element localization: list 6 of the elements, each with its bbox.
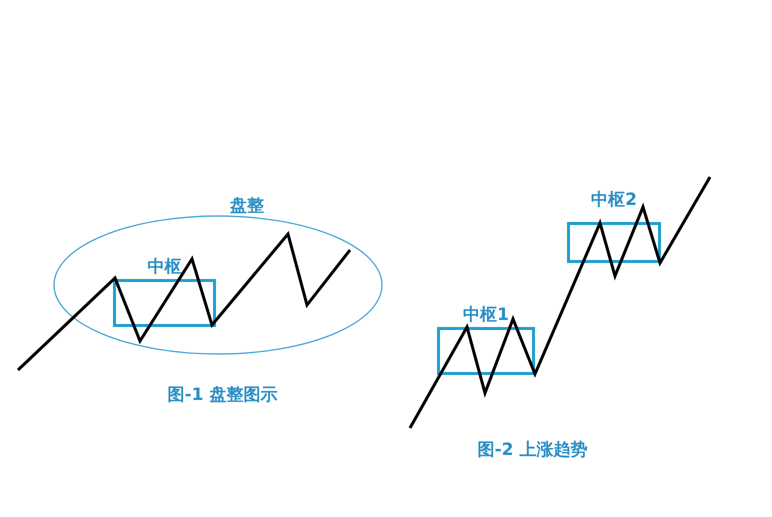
figure-caption: 图-1 盘整图示: [166, 384, 278, 407]
box-label: 中枢1: [463, 304, 509, 326]
figure-caption: 图-2 上涨趋势: [476, 439, 588, 462]
box-label: 中枢2: [591, 188, 637, 212]
box-label: 中枢: [148, 256, 182, 278]
box-label: 盘整: [230, 195, 264, 218]
